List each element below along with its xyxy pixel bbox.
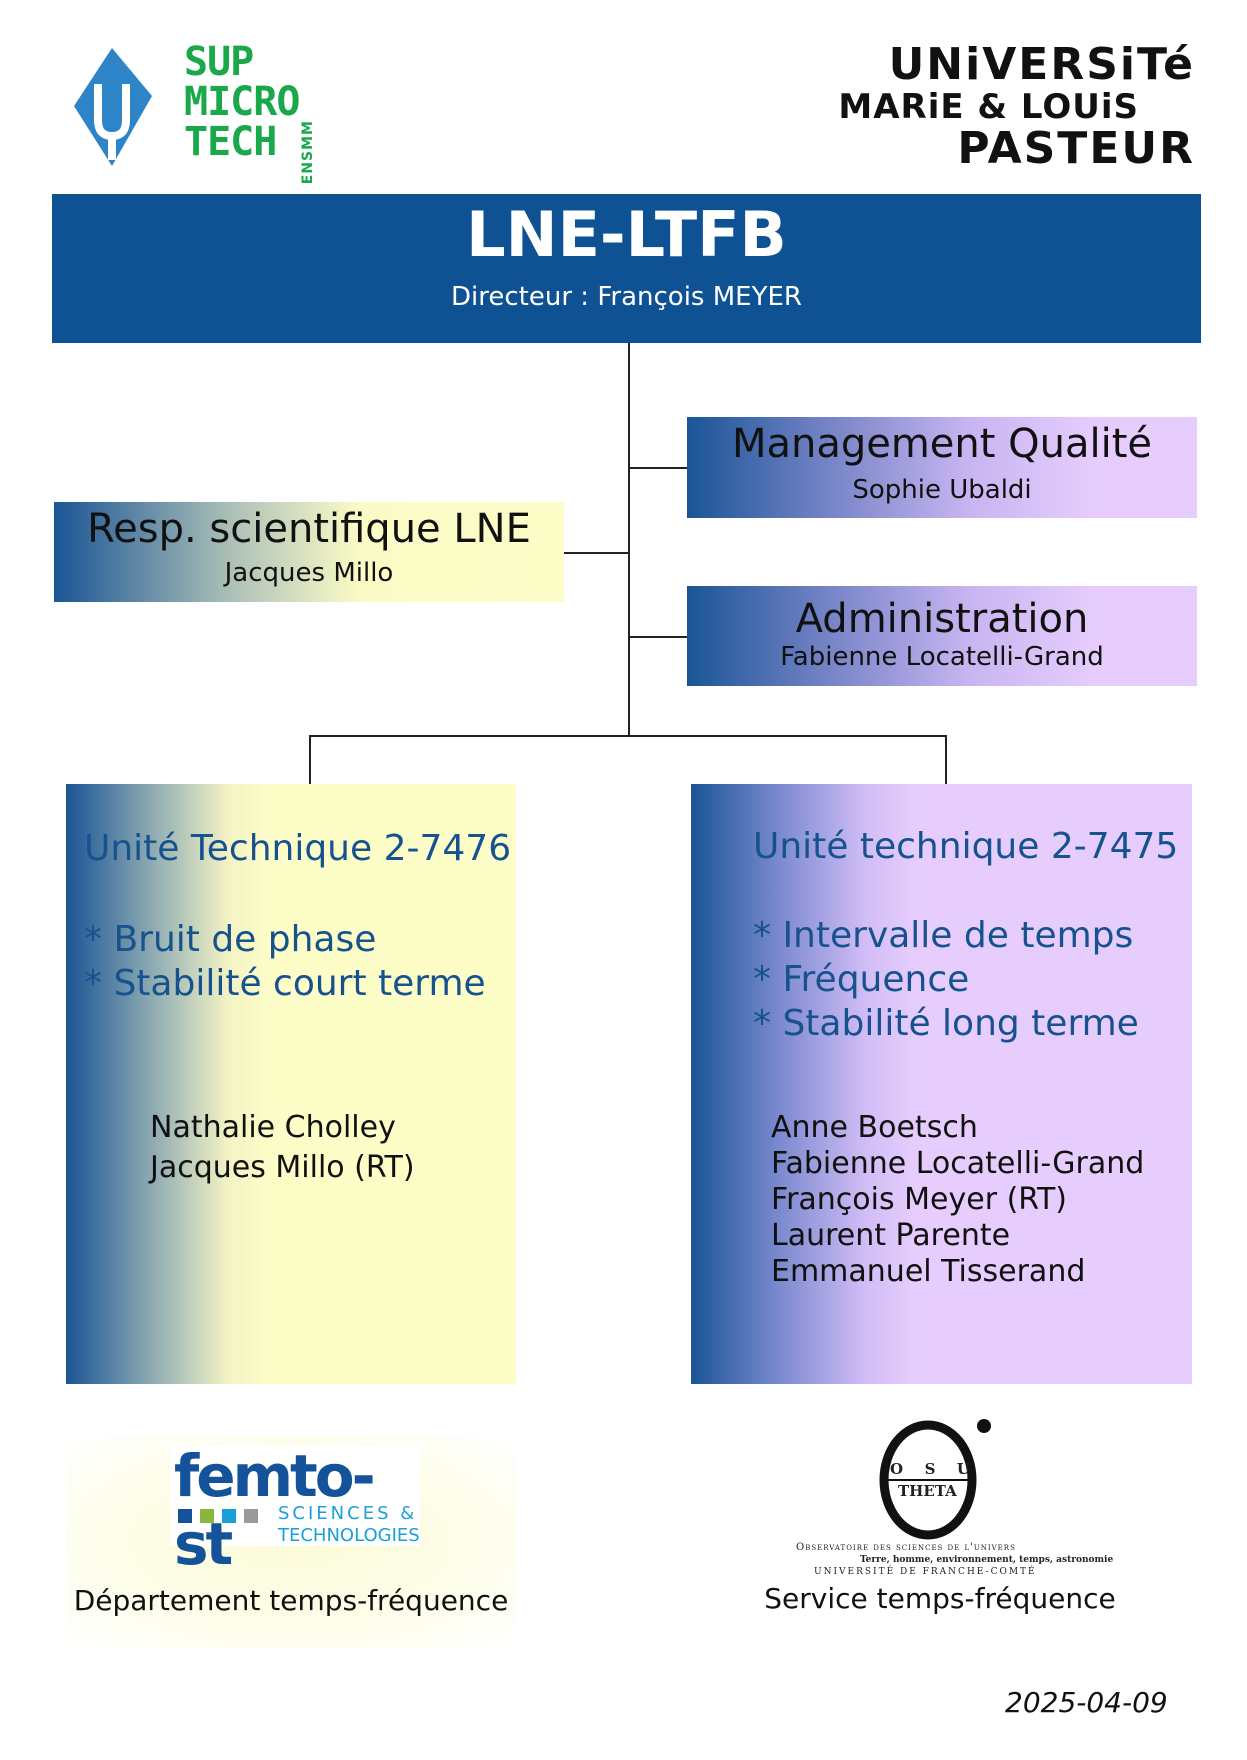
umlp-line3: PASTEUR — [957, 123, 1195, 174]
unit-right-item: * Fréquence — [753, 959, 970, 1000]
unit-right-item: * Stabilité long terme — [753, 1003, 1139, 1044]
supmicrotech-logo-icon — [74, 48, 152, 166]
osu-line1: Observatoire des sciences de l'univers — [796, 1542, 1016, 1553]
unit-right-person: François Meyer (RT) — [771, 1182, 1067, 1217]
unit-left-box: Unité Technique 2-7476 * Bruit de phase … — [66, 784, 516, 1384]
unit-right-box: Unité technique 2-7475 * Intervalle de t… — [691, 784, 1192, 1384]
femto-caption: Département temps-fréquence — [73, 1584, 509, 1617]
femto-sub1: SCIENCES & — [278, 1503, 418, 1524]
org-title: LNE-LTFB — [466, 198, 787, 271]
director-line: Directeur : François MEYER — [451, 282, 802, 312]
smt-line-micro: MICRO — [184, 79, 300, 125]
unit-right-person: Emmanuel Tisserand — [771, 1254, 1086, 1289]
osu-theta-emblem-icon — [879, 1419, 991, 1540]
connector-mq — [628, 467, 687, 469]
header-banner: LNE-LTFB Directeur : François MEYER — [52, 194, 1201, 343]
femto-square-icon — [244, 1509, 258, 1523]
osu-letter: O — [890, 1460, 904, 1478]
unit-right-person: Anne Boetsch — [771, 1110, 978, 1145]
resp-person: Jacques Millo — [224, 558, 394, 588]
umlp-line2: MARiE & LOUiS — [838, 87, 1139, 127]
femto-sub2: TECHNOLOGIES — [278, 1525, 420, 1546]
femto-logo: femto-st SCIENCES & TECHNOLOGIES — [170, 1442, 420, 1578]
document-date: 2025-04-09 — [1005, 1686, 1168, 1719]
administration-person: Fabienne Locatelli-Grand — [780, 642, 1104, 672]
osu-letters: O S U — [890, 1460, 970, 1478]
unit-left-item: * Bruit de phase — [84, 919, 377, 960]
management-title: Management Qualité — [731, 421, 1153, 467]
osu-theta: THETA — [898, 1482, 957, 1500]
connector-resp — [564, 552, 628, 554]
unit-left-title: Unité Technique 2-7476 — [84, 828, 512, 869]
femto-square-icon — [222, 1509, 236, 1523]
supmicrotech-logo: SUP MICRO TECH ENSMM — [72, 39, 332, 184]
femto-block: femto-st SCIENCES & TECHNOLOGIES Départe… — [66, 1436, 516, 1648]
resp-box: Resp. scientifique LNE Jacques Millo — [54, 502, 564, 602]
connector-left-drop — [309, 735, 311, 784]
administration-box: Administration Fabienne Locatelli-Grand — [687, 586, 1197, 686]
supmicrotech-wordmark: SUP MICRO TECH — [184, 39, 300, 165]
unit-left-person: Nathalie Cholley — [150, 1110, 396, 1145]
management-person: Sophie Ubaldi — [852, 475, 1032, 505]
unit-right-title: Unité technique 2-7475 — [753, 826, 1179, 867]
connector-horizontal — [309, 735, 947, 737]
osu-letter: S — [924, 1460, 936, 1478]
administration-title: Administration — [795, 596, 1089, 642]
femto-square-icon — [200, 1509, 214, 1523]
osu-letter: U — [956, 1460, 970, 1478]
connector-trunk — [628, 343, 630, 737]
smt-line-sup: SUP — [184, 39, 254, 85]
smt-ensmm: ENSMM — [300, 120, 316, 185]
unit-right-item: * Intervalle de temps — [753, 915, 1134, 956]
connector-adm — [628, 636, 687, 638]
connector-right-drop — [945, 735, 947, 784]
osu-line3: Université de Franche-Comté — [814, 1567, 1037, 1577]
osu-caption: Service temps-fréquence — [764, 1582, 1116, 1615]
unit-right-person: Laurent Parente — [771, 1218, 1011, 1253]
osu-theta-logo: O S U THETA Observatoire des sciences de… — [790, 1410, 1120, 1580]
unit-right-person: Fabienne Locatelli-Grand — [771, 1146, 1145, 1181]
osu-line2: Terre, homme, environnement, temps, astr… — [860, 1555, 1114, 1565]
femto-square-icon — [178, 1509, 192, 1523]
smt-line-tech: TECH — [184, 119, 277, 165]
management-box: Management Qualité Sophie Ubaldi — [687, 417, 1197, 518]
umlp-line1: UNiVERSiTé — [888, 39, 1195, 90]
unit-left-item: * Stabilité court terme — [84, 963, 486, 1004]
unit-left-person: Jacques Millo (RT) — [150, 1150, 415, 1185]
umlp-logo: UNiVERSiTé MARiE & LOUiS PASTEUR — [835, 42, 1195, 172]
resp-title: Resp. scientifique LNE — [87, 506, 531, 552]
